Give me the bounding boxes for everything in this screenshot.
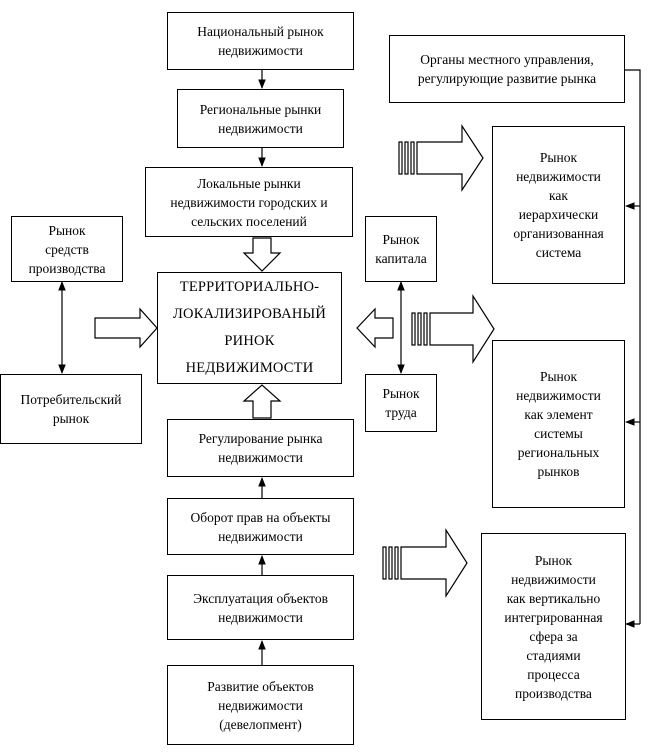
regulation-box: Регулирование рынка недвижимости (167, 419, 354, 477)
labor-market-box: Рынок труда (365, 374, 437, 432)
local-government-label: Органы местного управления, регулирующие… (417, 52, 597, 86)
vertical-integration-label: Рынок недвижимости как вертикально интег… (504, 552, 603, 701)
national-market-box: Национальный рынок недвижимости (167, 12, 354, 70)
national-market-label: Национальный рынок недвижимости (197, 24, 324, 58)
labor-market-label: Рынок труда (382, 386, 420, 420)
regional-markets-label: Региональные рынки недвижимости (199, 101, 322, 136)
means-of-production-label: Рынок средств производства (28, 222, 106, 276)
block-arrow-left-to-center (94, 307, 158, 349)
regulation-label: Регулирование рынка недвижимости (198, 431, 323, 465)
striped-arrow-to-hierarchical (398, 123, 484, 193)
capital-market-box: Рынок капитала (365, 216, 437, 282)
capital-market-label: Рынок капитала (375, 232, 427, 266)
local-markets-box: Локальные рынки недвижимости городских и… (145, 167, 353, 237)
exploitation-box: Эксплуатация объектов недвижимости (167, 575, 354, 640)
means-of-production-box: Рынок средств производства (11, 216, 123, 282)
territorial-market-label: ТЕРРИТОРИАЛЬНО- ЛОКАЛИЗИРОВАНЫЙ РИНОК НЕ… (172, 279, 327, 376)
block-arrow-local-to-center (242, 237, 282, 272)
consumer-market-box: Потребительский рынок (0, 374, 142, 444)
local-markets-label: Локальные рынки недвижимости городских и… (170, 175, 328, 229)
striped-arrow-to-vertical (382, 527, 468, 599)
bracket-local-gov (625, 69, 641, 624)
striped-arrow-to-regional-element (411, 293, 495, 365)
regional-element-box: Рынок недвижимости как элемент системы р… (492, 340, 625, 508)
development-label: Развитие объектов недвижимости (девелопм… (207, 678, 314, 732)
regional-element-label: Рынок недвижимости как элемент системы р… (516, 369, 601, 479)
local-government-box: Органы местного управления, регулирующие… (389, 35, 625, 103)
block-arrow-right-to-center (356, 307, 394, 349)
regional-markets-box: Региональные рынки недвижимости (177, 89, 344, 148)
hierarchical-system-label: Рынок недвижимости как иерархически орга… (513, 150, 604, 260)
development-box: Развитие объектов недвижимости (девелопм… (167, 665, 354, 745)
rights-turnover-label: Оборот прав на объекты недвижимости (190, 509, 331, 544)
rights-turnover-box: Оборот прав на объекты недвижимости (167, 498, 354, 555)
vertical-integration-box: Рынок недвижимости как вертикально интег… (481, 533, 626, 720)
exploitation-label: Эксплуатация объектов недвижимости (193, 590, 328, 625)
territorial-market-box: ТЕРРИТОРИАЛЬНО- ЛОКАЛИЗИРОВАНЫЙ РИНОК НЕ… (157, 272, 342, 384)
block-arrow-regulation-to-center (242, 384, 282, 419)
hierarchical-system-box: Рынок недвижимости как иерархически орга… (492, 126, 625, 284)
consumer-market-label: Потребительский рынок (20, 392, 122, 426)
